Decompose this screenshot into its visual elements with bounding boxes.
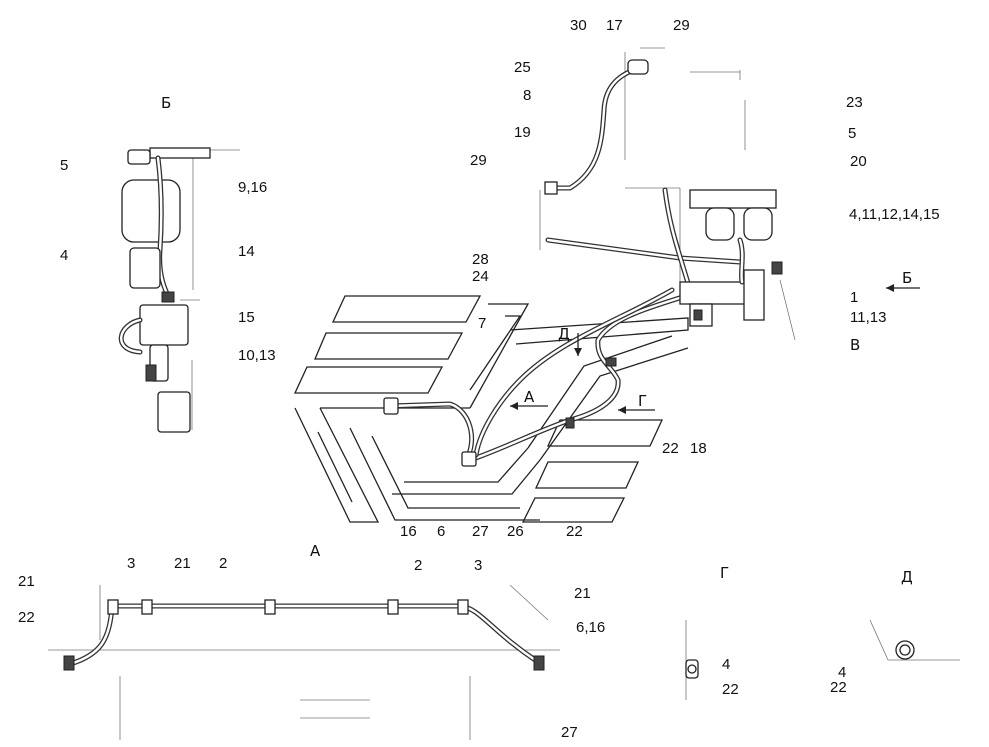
callout: 5: [60, 157, 68, 174]
callout: 20: [850, 153, 867, 170]
callout: 28: [472, 251, 489, 268]
callouts-top: 30 17 29: [570, 17, 690, 34]
callouts-mid: 28 24 7 22 18: [472, 251, 707, 457]
callouts-left-b: 5 4 9,16 14 15 10,13: [60, 157, 276, 364]
callout: 1: [850, 289, 858, 306]
view-title-d: Д: [901, 568, 913, 586]
callouts-upper-mid: 25 8 19 29: [470, 59, 531, 169]
callout: 14: [238, 243, 255, 260]
callout: 3: [474, 557, 482, 574]
callouts-view-g: 4 22: [722, 656, 739, 698]
callout: 18: [690, 440, 707, 457]
callout: 22: [830, 679, 847, 696]
callout: 23: [846, 94, 863, 111]
callout: 3: [127, 555, 135, 572]
callout: 2: [219, 555, 227, 572]
callouts-view-d: 4 22: [830, 664, 847, 696]
callout: 21: [18, 573, 35, 590]
view-title-g: Г: [720, 564, 729, 582]
valve-block: [679, 189, 783, 327]
callout: 24: [472, 268, 489, 285]
callout: 10,13: [238, 347, 276, 364]
view-titles: Б А Г Д: [161, 94, 913, 586]
callout: 4: [60, 247, 68, 264]
arrow-letter-g: Г: [638, 392, 647, 410]
callout: 15: [238, 309, 255, 326]
callout: 7: [478, 315, 486, 332]
callout: 9,16: [238, 179, 267, 196]
callout: 8: [523, 87, 531, 104]
callout: 6: [437, 523, 445, 540]
callout: 11,13: [850, 309, 886, 326]
callout: 22: [662, 440, 679, 457]
view-title-a: А: [310, 542, 321, 560]
callout: 27: [472, 523, 489, 540]
view-b-detail: [118, 147, 240, 433]
callout: 30: [570, 17, 587, 34]
callouts-right: 23 5 20 4,11,12,14,15 1 11,13: [846, 94, 940, 326]
arrow-letter-d: Д: [558, 325, 570, 343]
callout: 26: [507, 523, 524, 540]
callout: 4: [722, 656, 730, 673]
view-g-detail: [685, 620, 699, 700]
view-a-detail: [48, 584, 560, 740]
callout: 21: [174, 555, 191, 572]
callout: 22: [18, 609, 35, 626]
arrow-letters: Б А Г Д В: [524, 269, 912, 410]
callout: 4,11,12,14,15: [849, 206, 940, 223]
callouts-view-a: 21 22 3 21 2 2 3 21 6,16 27: [18, 555, 605, 741]
direction-arrows: [510, 284, 920, 414]
callout: 29: [673, 17, 690, 34]
view-title-b: Б: [161, 94, 171, 112]
callout: 2: [414, 557, 422, 574]
callout: 25: [514, 59, 531, 76]
callout: 16: [400, 523, 417, 540]
callout: 4: [838, 664, 846, 681]
callout: 22: [722, 681, 739, 698]
arrow-letter-b: Б: [902, 269, 912, 287]
callout: 19: [514, 124, 531, 141]
callouts-bottom-row: 16 6 27 26 22: [400, 523, 583, 540]
callout: 27: [561, 724, 578, 741]
callout: 29: [470, 152, 487, 169]
callout: 22: [566, 523, 583, 540]
hydraulic-lines: [383, 59, 743, 467]
arrow-letter-a: А: [524, 388, 535, 406]
callout: 17: [606, 17, 623, 34]
view-d-detail: [869, 619, 960, 661]
callout: 21: [574, 585, 591, 602]
callout: 6,16: [576, 619, 605, 636]
arrow-letter-v: В: [850, 336, 860, 354]
callout: 5: [848, 125, 856, 142]
